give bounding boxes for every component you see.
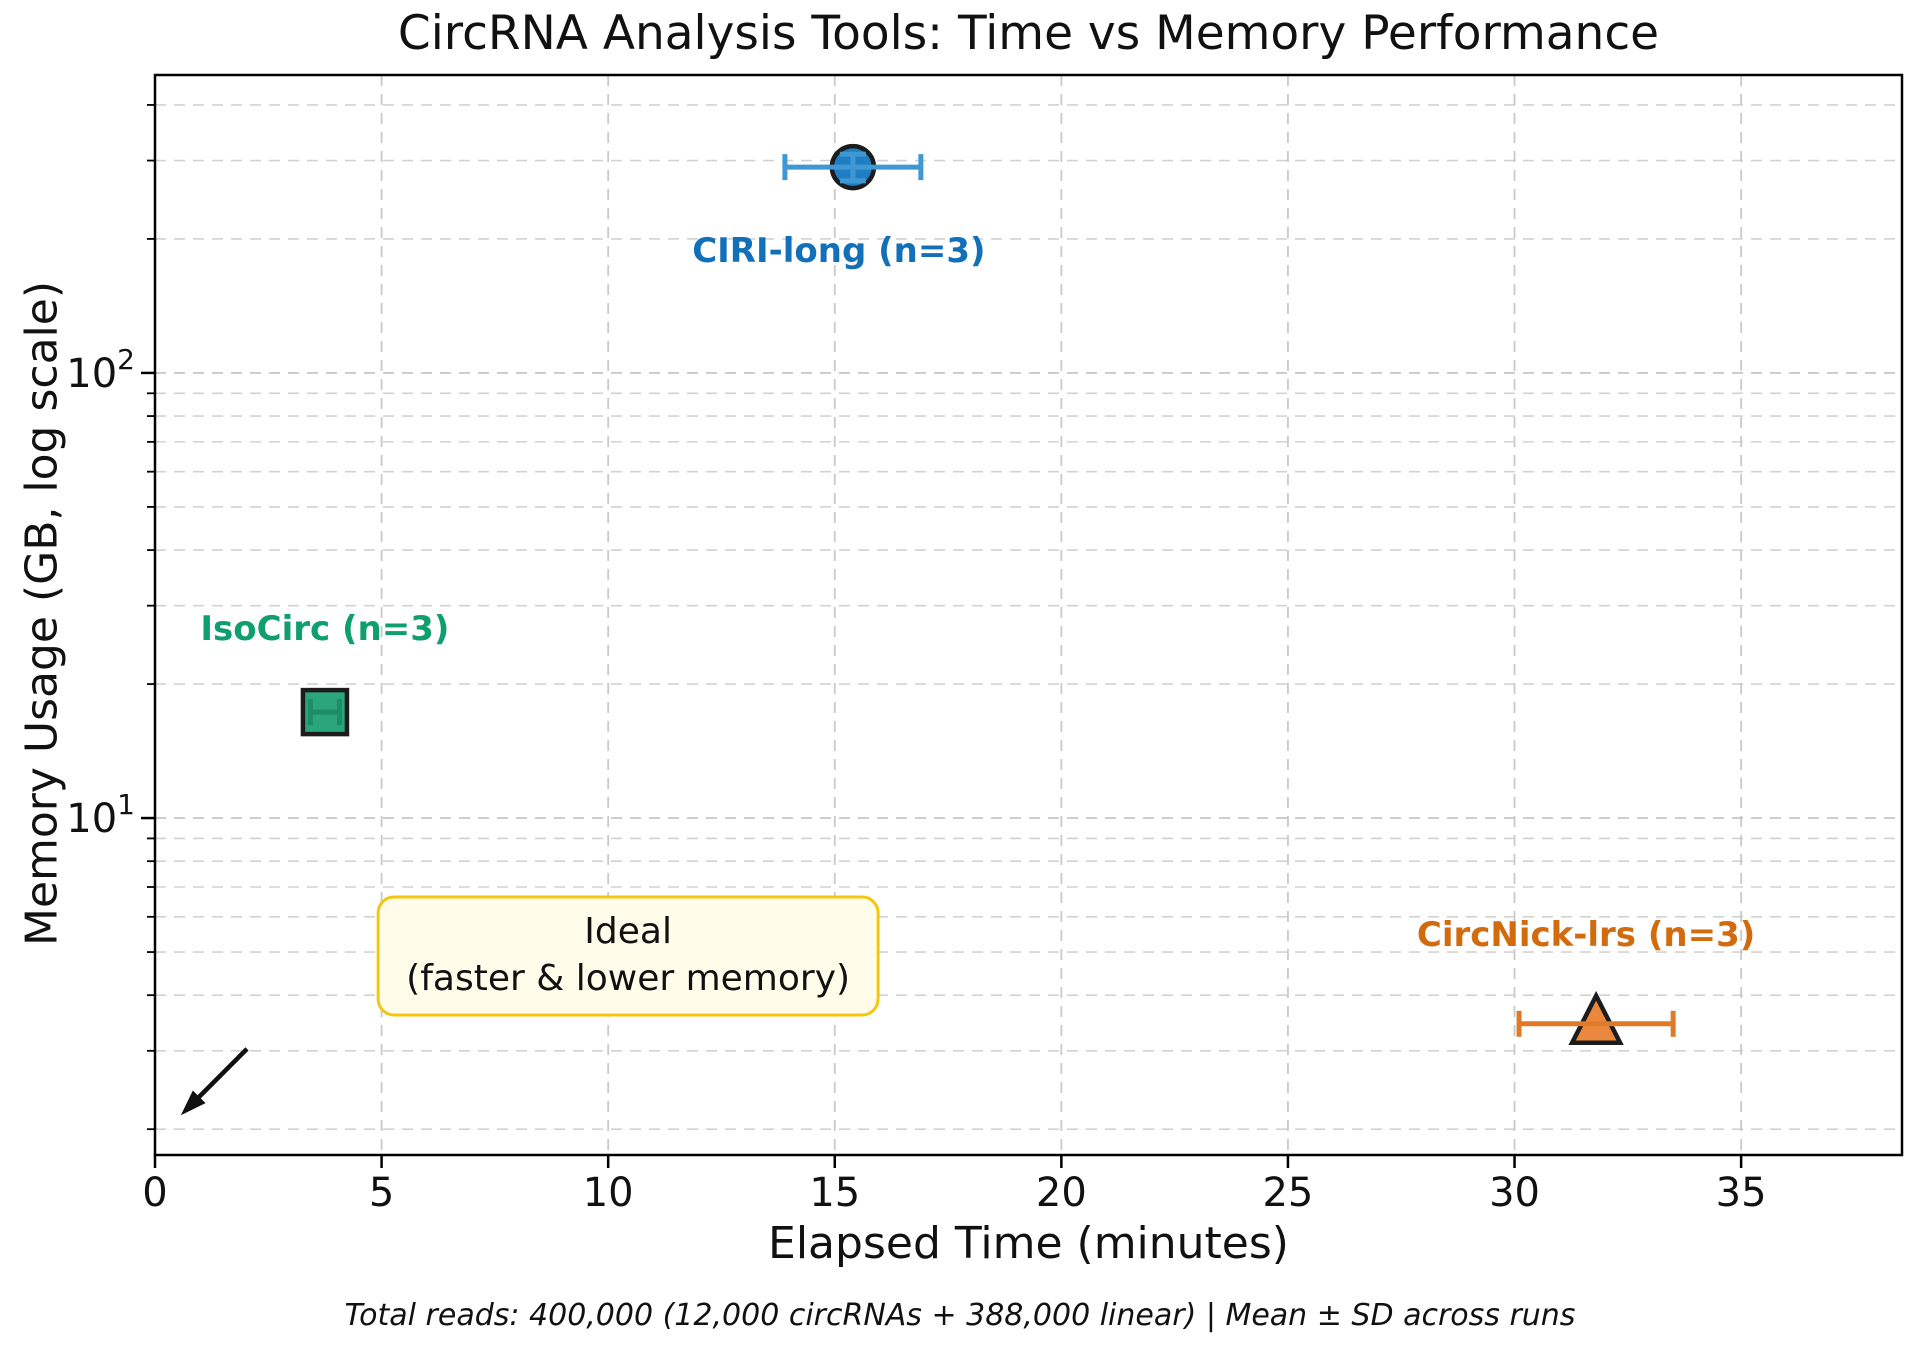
x-tick-label: 20 — [1036, 1170, 1087, 1216]
x-axis-label: Elapsed Time (minutes) — [768, 1218, 1289, 1269]
axis-ticks: 0 5 10 15 20 25 30 35 101 102 — [66, 104, 1767, 1216]
y-tick-label: 102 — [66, 343, 135, 397]
x-tick-label: 15 — [809, 1170, 860, 1216]
series-isocirc: IsoCirc (n=3) — [200, 609, 449, 737]
plot-spines — [153, 73, 1904, 1157]
ideal-arrow-head — [180, 1090, 206, 1116]
figure-footnote: Total reads: 400,000 (12,000 circRNAs + … — [344, 1298, 1576, 1333]
x-tick-label: 25 — [1262, 1170, 1313, 1216]
series-ciri-long: CIRI-long (n=3) — [692, 143, 986, 271]
x-tick-label: 35 — [1716, 1170, 1767, 1216]
ideal-region-text: Ideal — [584, 911, 672, 952]
ideal-direction-arrow — [190, 1047, 249, 1106]
x-tick-label: 30 — [1489, 1170, 1540, 1216]
x-tick-label: 5 — [369, 1170, 394, 1216]
chart-title: CircRNA Analysis Tools: Time vs Memory P… — [397, 6, 1660, 61]
y-tick-label: 101 — [66, 788, 135, 842]
data-point-label: CircNick-lrs (n=3) — [1417, 915, 1755, 955]
ideal-region-text: (faster & lower memory) — [406, 958, 850, 999]
x-tick-label: 10 — [583, 1170, 634, 1216]
x-tick-label: 0 — [142, 1170, 167, 1216]
data-point-label: IsoCirc (n=3) — [200, 609, 449, 649]
data-point-marker — [1568, 990, 1624, 1046]
ideal-region-box — [376, 895, 880, 1017]
data-point-label: CIRI-long (n=3) — [692, 231, 985, 271]
series-circnick-lrs: CircNick-lrs (n=3) — [1417, 915, 1755, 1046]
annotations: Ideal (faster & lower memory) — [180, 895, 880, 1116]
